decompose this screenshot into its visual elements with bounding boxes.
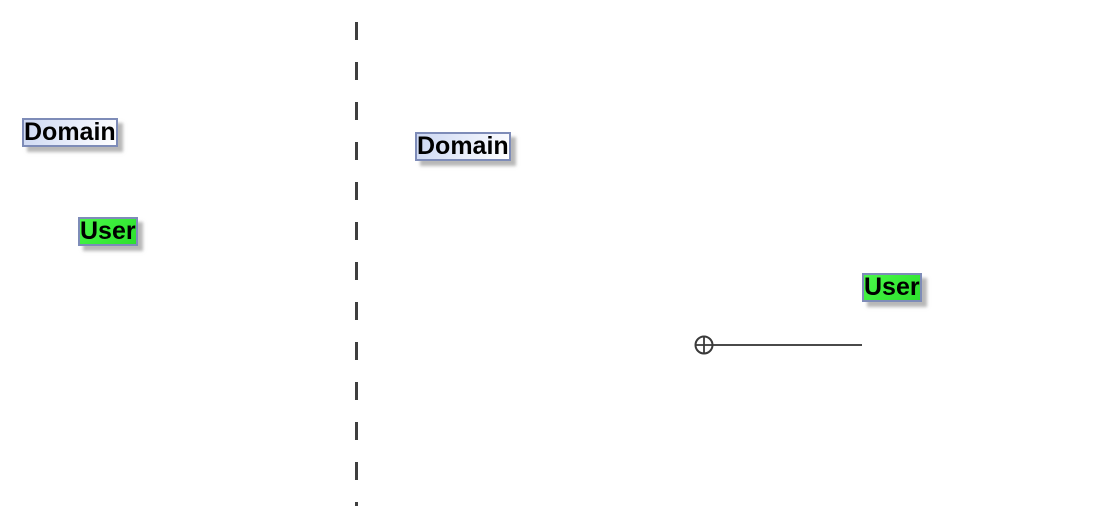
package-domain-right[interactable]: Domain [415, 132, 702, 418]
package-label-domain: Domain [417, 132, 509, 160]
package-body: Domain [22, 118, 118, 147]
package-label-user: User [864, 273, 920, 301]
package-label-domain: Domain [24, 118, 116, 146]
package-body: User [862, 273, 922, 302]
package-user-left-nested[interactable]: User [78, 217, 285, 357]
package-body: Domain [415, 132, 511, 161]
package-body: User [78, 217, 138, 246]
package-domain-left[interactable]: Domain User [22, 118, 309, 410]
package-user-right[interactable]: User [862, 273, 1068, 417]
package-label-user: User [80, 217, 136, 245]
